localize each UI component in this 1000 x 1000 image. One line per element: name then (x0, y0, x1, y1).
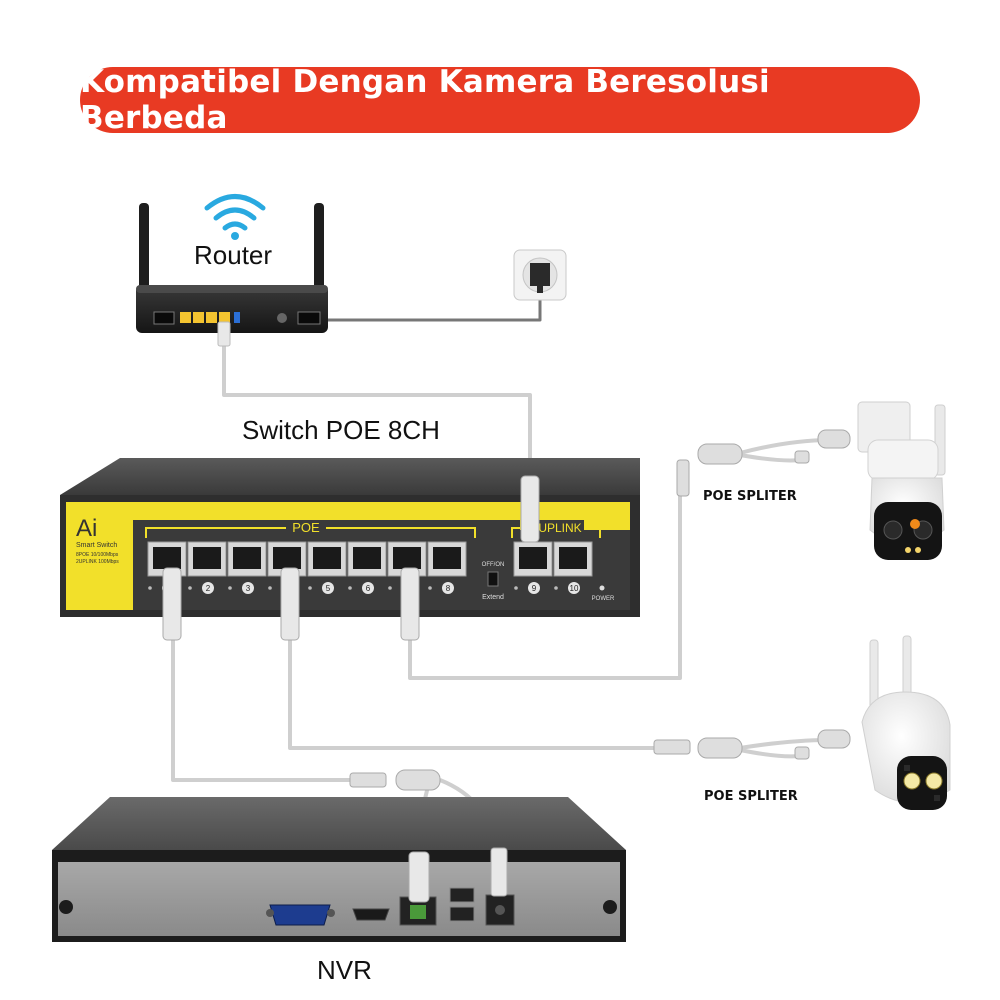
power-outlet-icon (513, 249, 567, 301)
cable-splitter2-dc (739, 748, 801, 759)
switch-port-10: 10 (553, 541, 593, 594)
switch-brand: Ai (76, 515, 97, 542)
poe-group-label: POE (292, 520, 320, 535)
wifi-icon (204, 194, 266, 231)
poe-splitter-top (676, 429, 851, 497)
switch-spec-1: 8POE 10/100Mbps (76, 552, 119, 558)
router-antenna-left (139, 203, 149, 303)
nvr-dc-connector (490, 847, 508, 897)
switch-port-8: 8 (427, 541, 467, 594)
toggle-label: OFF/ON (482, 562, 505, 568)
usb-port-2 (449, 906, 475, 922)
port-number-3: 3 (246, 584, 251, 593)
poe-splitter-bottom (653, 729, 851, 760)
port-number-6: 6 (366, 584, 371, 593)
cable-port1-to-nvr (171, 640, 350, 782)
splitter-label-bottom: POE SPLITER (704, 789, 798, 804)
nvr-lan-connector (408, 851, 430, 903)
router (136, 194, 328, 347)
switch-port-9: 9 (513, 541, 553, 594)
uplink-group-label: UPLINK (538, 521, 581, 535)
cable-power-router (325, 290, 542, 322)
router-lan-connector (217, 321, 231, 347)
port-number-10: 10 (570, 584, 579, 593)
extend-label: Extend (482, 594, 504, 601)
router-label: Router (194, 240, 273, 270)
switch-port-2: 2 (187, 541, 227, 594)
vga-port (266, 904, 335, 926)
cable-splitter2-camera (739, 738, 831, 750)
switch-port-3: 3 (227, 541, 267, 594)
port-number-5: 5 (326, 584, 331, 593)
switch-port-5: 5 (307, 541, 347, 594)
usb-port-1 (449, 887, 475, 903)
nvr (52, 797, 626, 942)
nvr-label: NVR (317, 955, 372, 985)
cable-splitter1-camera (739, 438, 831, 455)
router-ports (153, 311, 321, 325)
switch-ports: 12345678910 (147, 541, 593, 594)
router-antenna-right (314, 203, 324, 303)
nvr-splitter (349, 769, 441, 791)
port-number-2: 2 (206, 584, 211, 593)
port-number-9: 9 (532, 584, 537, 593)
cable-router-to-uplink (222, 340, 532, 480)
camera-2 (861, 635, 951, 810)
hdmi-port (352, 908, 390, 921)
switch-spec-2: 2UPLINK 100Mbps (76, 559, 119, 565)
switch-subtitle: Smart Switch (76, 542, 117, 549)
cables (171, 290, 831, 861)
cable-port7-to-camera1 (408, 495, 682, 680)
switch-connectors (162, 475, 540, 641)
power-label: POWER (592, 596, 615, 602)
switch-label: Switch POE 8CH (242, 415, 440, 445)
switch-port-6: 6 (347, 541, 387, 594)
splitter-label-top: POE SPLITER (703, 489, 797, 504)
title-banner: Kompatibel Dengan Kamera Beresolusi Berb… (80, 64, 920, 136)
camera-1 (857, 401, 946, 560)
port-number-8: 8 (446, 584, 451, 593)
cable-port4-to-camera2 (288, 640, 655, 750)
poe-switch: Ai Smart Switch 8POE 10/100Mbps 2UPLINK … (60, 458, 640, 641)
cable-splitter1-dc (739, 453, 801, 463)
